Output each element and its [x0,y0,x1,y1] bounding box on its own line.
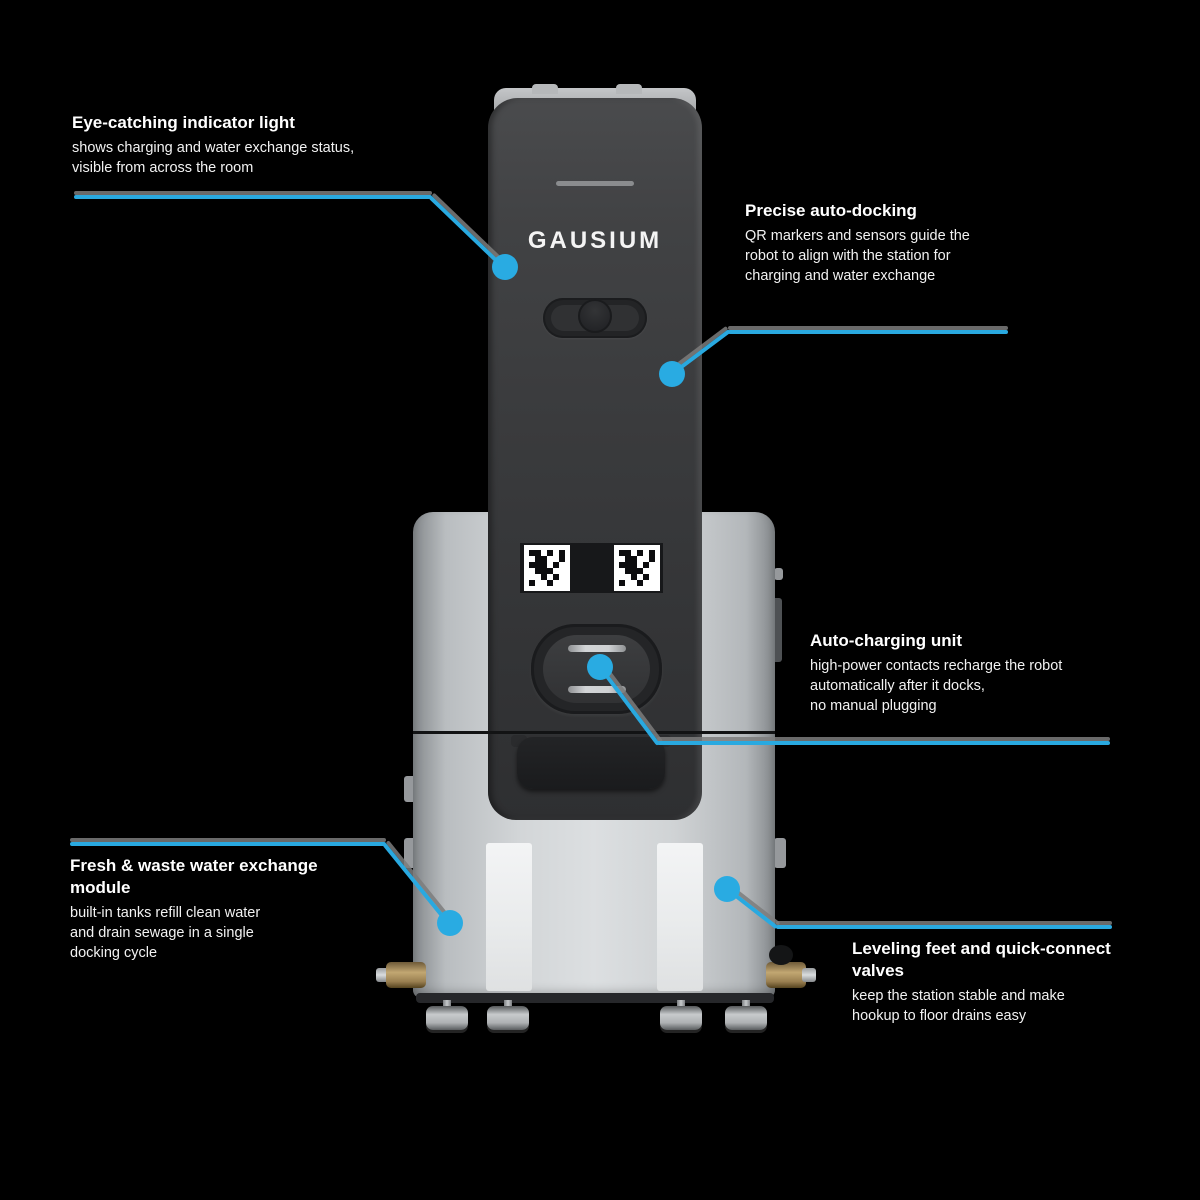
drain-valve-fitting-right [766,962,806,988]
callout-charging-unit: Auto-charging unit high-power contacts r… [810,630,1130,716]
qr-marker-icon [614,545,660,591]
leveling-foot [487,1006,529,1030]
water-level-strip-right [657,843,703,991]
leader-dot [659,361,685,387]
callout-title: Leveling feet and quick-connect valves [852,939,1111,980]
callout-line: shows charging and water exchange status… [72,140,355,156]
brand-logo: GAUSIUM [527,227,663,254]
status-indicator-light [556,181,634,186]
callout-title: Eye-catching indicator light [72,113,295,132]
leader-dot [587,654,613,680]
callout-visual-docking: Precise auto-docking QR markers and sens… [745,200,1065,286]
base-right-bracket [774,838,786,868]
callout-water-module: Fresh & waste water exchange module buil… [70,855,330,963]
water-level-strip-left [486,843,532,991]
charging-contact [568,686,626,693]
callout-line: charging and water exchange [745,268,936,284]
leader-dot [492,254,518,280]
drain-valve-fitting-left [386,962,426,988]
callout-indicator-light: Eye-catching indicator light shows charg… [72,112,452,178]
carry-handle [517,737,665,789]
callout-line: no manual plugging [810,698,937,714]
callout-line: keep the station stable and make [852,988,1065,1004]
cap-nub [616,84,642,94]
base-bumper [416,993,774,1003]
leader-dot [714,876,740,902]
callout-line: QR markers and sensors guide the [745,228,970,244]
base-seam [413,731,775,734]
base-right-tab [772,598,782,662]
leader-line [74,195,432,199]
callout-stability: Leveling feet and quick-connect valves k… [852,938,1142,1026]
callout-line: automatically after it docks, [810,678,985,694]
leveling-foot [725,1006,767,1030]
callout-line: robot to align with the station for [745,248,951,264]
callout-title: Fresh & waste water exchange module [70,856,318,897]
leveling-foot [426,1006,468,1030]
callout-line: high-power contacts recharge the robot [810,658,1063,674]
leader-line [776,925,1112,929]
qr-marker-icon [524,545,570,591]
leader-line [728,330,1008,334]
callout-line: visible from across the room [72,160,254,176]
callout-title: Precise auto-docking [745,201,917,220]
leader-dot [437,910,463,936]
valve-knob [769,945,793,965]
leveling-foot [660,1006,702,1030]
drain-valve-tip [802,968,816,982]
base-right-nub [774,568,783,580]
leader-line [70,842,386,846]
callout-line: and drain sewage in a single [70,925,254,941]
camera-lens [578,299,612,333]
callout-line: docking cycle [70,945,158,961]
callout-line: built-in tanks refill clean water [70,905,261,921]
cap-nub [532,84,558,94]
callout-title: Auto-charging unit [810,631,963,650]
callout-line: hookup to floor drains easy [852,1008,1027,1024]
charging-contact [568,645,626,652]
leader-line [657,741,1110,745]
